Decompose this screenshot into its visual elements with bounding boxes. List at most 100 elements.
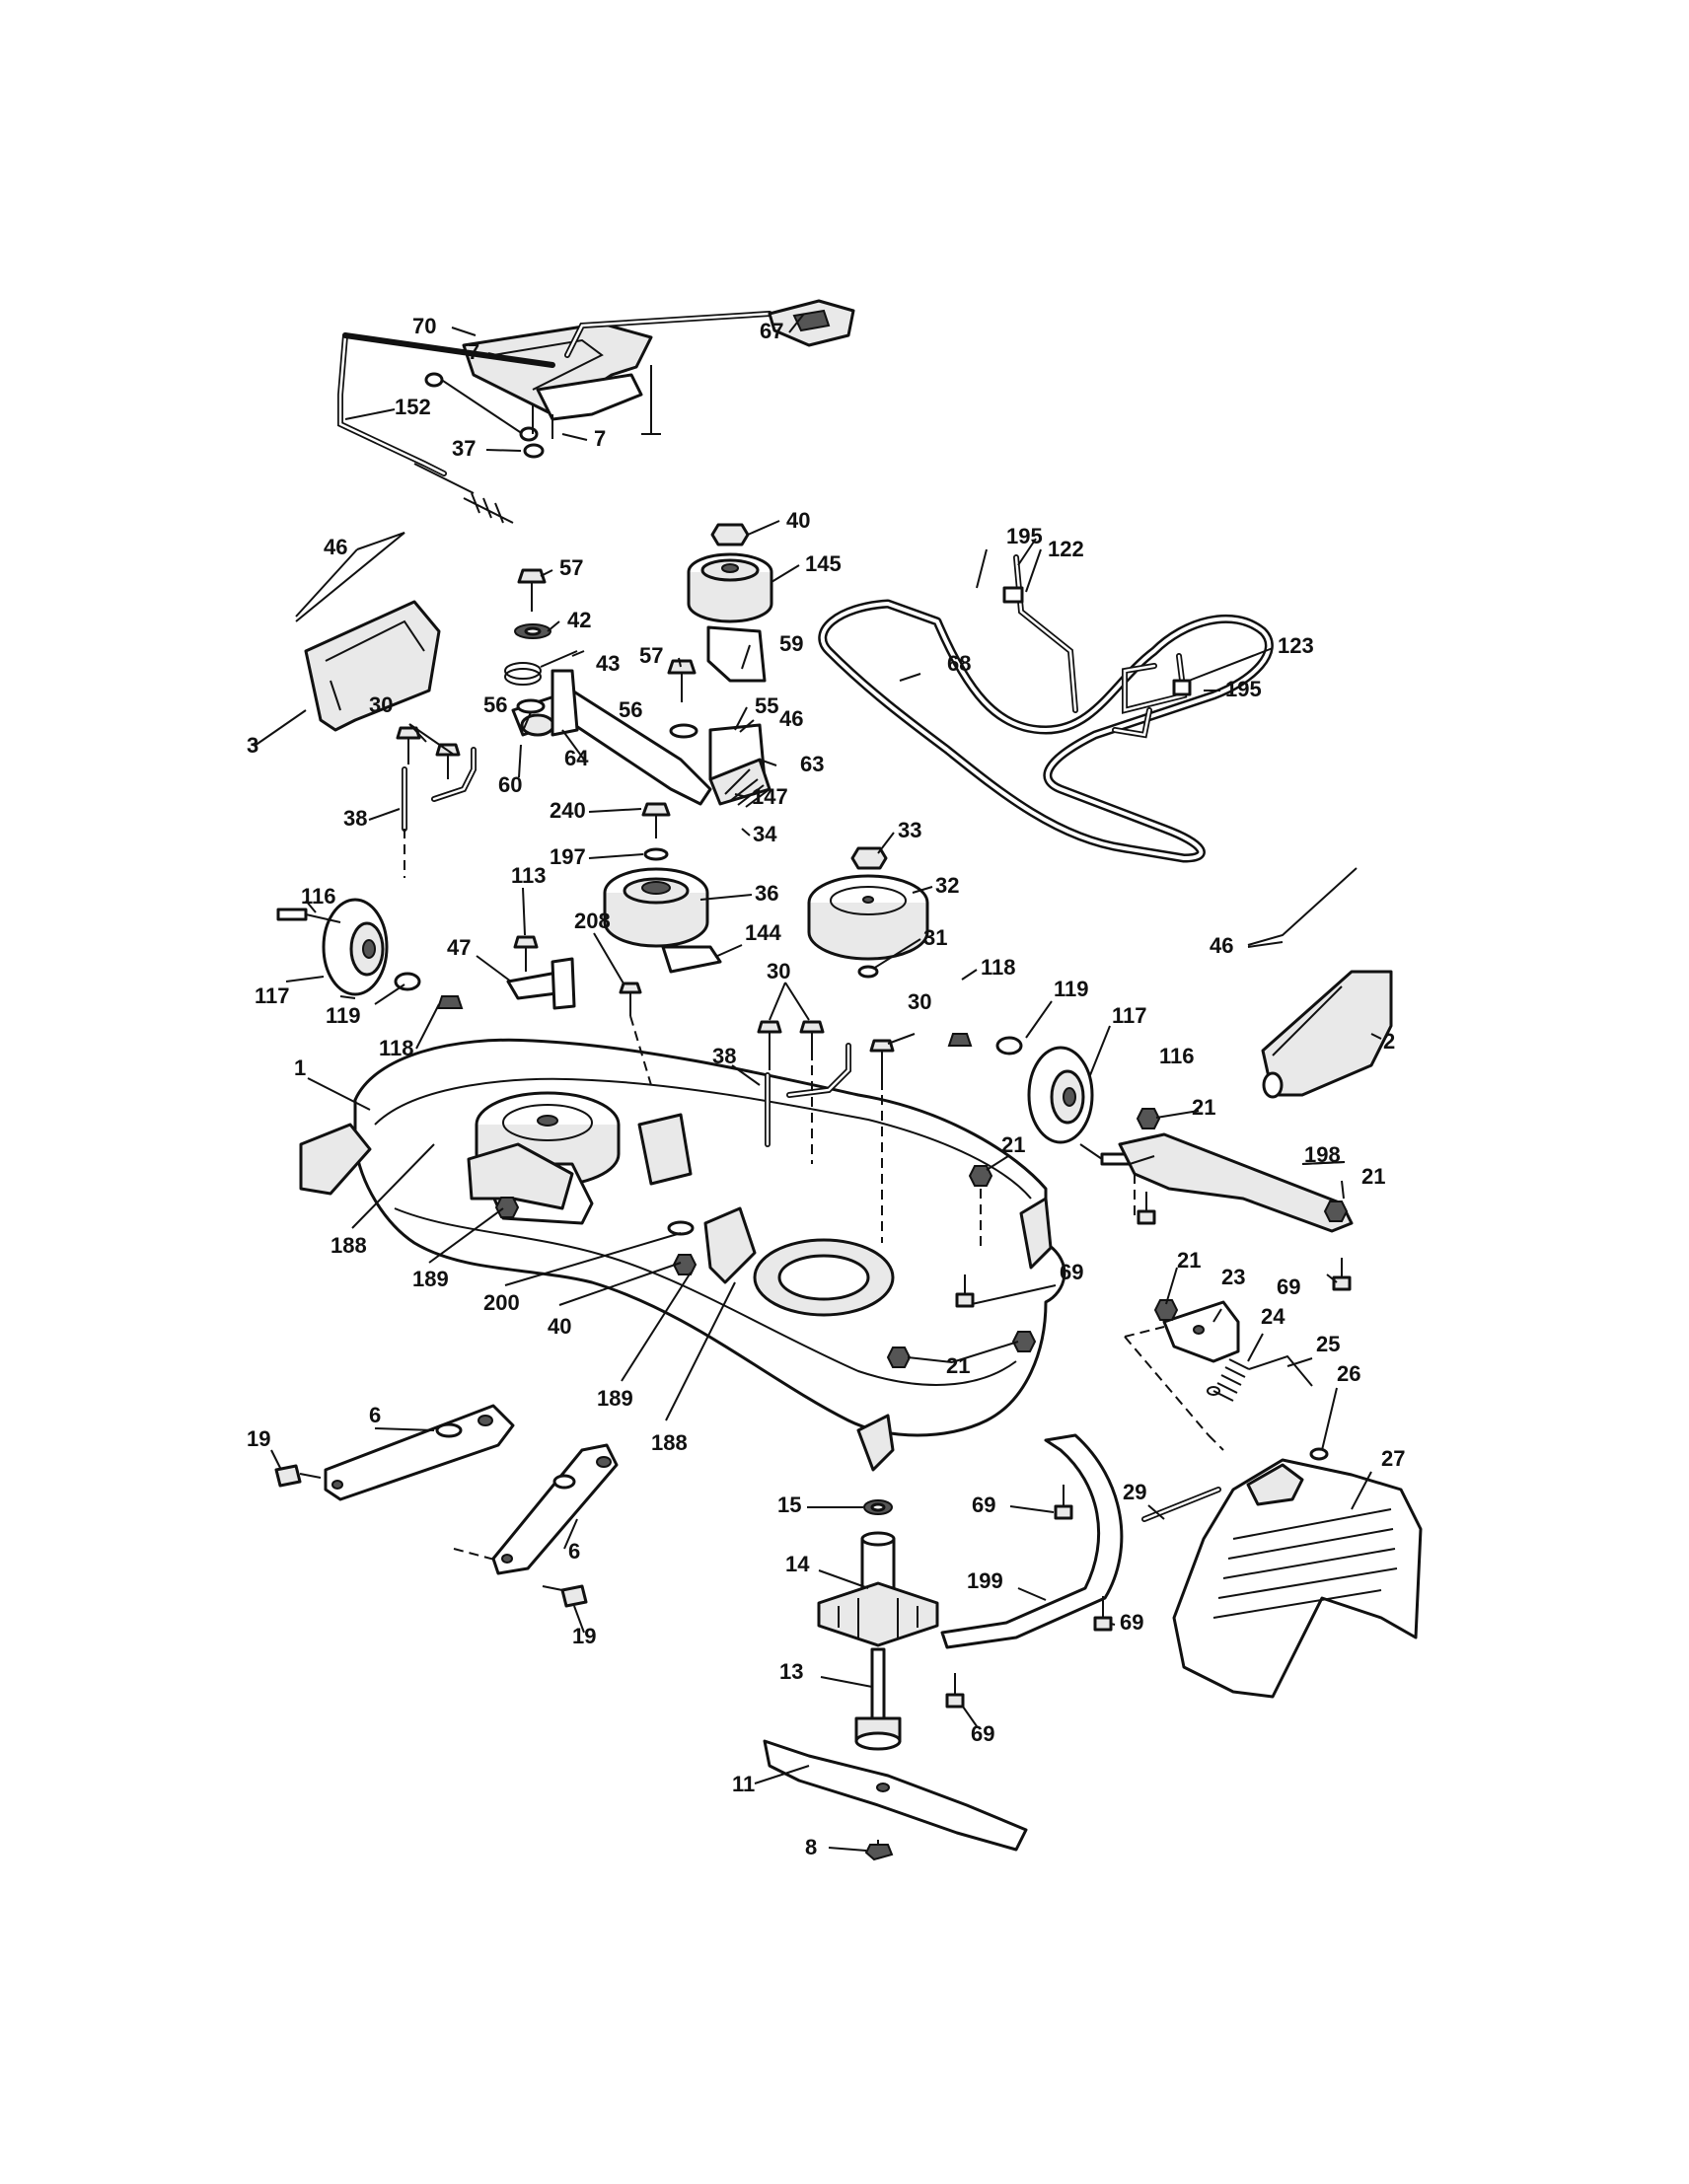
deck-nuts-21-40 bbox=[494, 1165, 1037, 1368]
callout-69: 69 bbox=[1060, 1260, 1083, 1284]
callout-37: 37 bbox=[452, 436, 476, 461]
callout-116: 116 bbox=[301, 884, 336, 909]
hex-nuts-21-right bbox=[1136, 1108, 1349, 1461]
callout-19: 19 bbox=[247, 1426, 270, 1451]
dashed-alignment-lines bbox=[980, 1174, 1224, 1451]
callout-55: 55 bbox=[755, 693, 778, 718]
callout-29: 29 bbox=[1123, 1480, 1146, 1504]
shoulder-bolts-19 bbox=[274, 1464, 588, 1608]
callout-21: 21 bbox=[1192, 1095, 1215, 1120]
callout-38: 38 bbox=[343, 806, 367, 831]
callout-57: 57 bbox=[639, 643, 663, 668]
callout-63: 63 bbox=[800, 752, 824, 776]
callout-60: 60 bbox=[498, 772, 522, 797]
callout-36: 36 bbox=[755, 881, 778, 906]
callout-198: 198 bbox=[1304, 1142, 1341, 1167]
callout-189: 189 bbox=[597, 1386, 633, 1411]
callout-6: 6 bbox=[568, 1539, 580, 1564]
callout-labels: 70 67 7 152 7 37 40 46 57 145 195 122 42… bbox=[247, 313, 1405, 1859]
drive-belt bbox=[818, 599, 1274, 863]
callout-118: 118 bbox=[379, 1036, 414, 1060]
callout-47: 47 bbox=[447, 935, 471, 960]
callout-25: 25 bbox=[1316, 1332, 1340, 1356]
callout-240: 240 bbox=[550, 798, 586, 823]
callout-69: 69 bbox=[972, 1492, 995, 1517]
adjuster-rod-38-left bbox=[402, 747, 477, 878]
callout-40: 40 bbox=[548, 1314, 571, 1339]
nut-40-top bbox=[710, 523, 750, 546]
callout-69: 69 bbox=[971, 1721, 994, 1746]
spindle-housing-14 bbox=[817, 1531, 939, 1647]
idler-arm-assembly bbox=[511, 669, 771, 808]
lift-lever-assembly bbox=[337, 311, 772, 524]
callout-188: 188 bbox=[330, 1233, 367, 1258]
callout-195: 195 bbox=[1006, 524, 1043, 548]
callout-123: 123 bbox=[1278, 633, 1314, 658]
callout-67: 67 bbox=[760, 319, 783, 343]
callout-3: 3 bbox=[247, 733, 258, 758]
deck-bracket-188-189 bbox=[467, 1113, 757, 1284]
callout-69: 69 bbox=[1120, 1610, 1143, 1635]
callout-30: 30 bbox=[369, 692, 393, 717]
callout-68: 68 bbox=[947, 651, 971, 676]
bolt-240-washer-197 bbox=[641, 802, 671, 861]
spring-25 bbox=[1207, 1354, 1313, 1402]
callout-19: 19 bbox=[572, 1624, 596, 1648]
callout-6: 6 bbox=[369, 1403, 381, 1427]
callout-195: 195 bbox=[1225, 677, 1262, 701]
callout-199: 199 bbox=[967, 1568, 1003, 1593]
washers-56 bbox=[516, 698, 698, 739]
deck-hanger-6-left bbox=[324, 1404, 515, 1501]
wheel-bolts-116 bbox=[276, 908, 1132, 1166]
hinge-pin-29 bbox=[1141, 1487, 1221, 1522]
spindle-shaft-13 bbox=[854, 1647, 902, 1751]
callout-21: 21 bbox=[946, 1353, 970, 1378]
callout-24: 24 bbox=[1261, 1304, 1285, 1329]
gauge-wheel-right bbox=[947, 1033, 1094, 1144]
bolt-113-bracket-47 bbox=[506, 935, 576, 1010]
callout-113: 113 bbox=[511, 863, 547, 888]
callout-46: 46 bbox=[324, 535, 347, 559]
pulley-36 bbox=[603, 867, 722, 974]
belt-shield-2 bbox=[1261, 970, 1393, 1099]
callout-197: 197 bbox=[550, 844, 586, 869]
bolts-30-right bbox=[757, 1020, 895, 1090]
callout-56: 56 bbox=[483, 692, 507, 717]
callout-144: 144 bbox=[745, 920, 781, 945]
callout-116: 116 bbox=[1159, 1044, 1195, 1068]
callout-200: 200 bbox=[483, 1290, 520, 1315]
callout-145: 145 bbox=[805, 551, 842, 576]
callout-189: 189 bbox=[412, 1267, 449, 1291]
callout-208: 208 bbox=[574, 909, 611, 933]
callout-13: 13 bbox=[779, 1659, 803, 1684]
mower-blade-11 bbox=[763, 1739, 1028, 1852]
callout-15: 15 bbox=[777, 1492, 801, 1517]
deflector-bracket-23 bbox=[1162, 1300, 1240, 1363]
callout-1: 1 bbox=[294, 1056, 306, 1080]
callout-21: 21 bbox=[1177, 1248, 1201, 1273]
adjuster-rod-38-right bbox=[765, 1043, 883, 1243]
bolts-57 bbox=[517, 568, 697, 702]
callout-34: 34 bbox=[753, 822, 777, 846]
belt-shield-3 bbox=[304, 600, 441, 732]
spindle-washer-15 bbox=[863, 1499, 893, 1515]
callout-118: 118 bbox=[981, 955, 1016, 980]
deflector-rod-198 bbox=[1118, 1132, 1354, 1233]
washer-42-spring-43 bbox=[504, 623, 578, 686]
callout-30: 30 bbox=[908, 989, 931, 1014]
deck-hanger-6-right bbox=[491, 1443, 619, 1575]
callout-7: 7 bbox=[468, 339, 479, 364]
callout-21: 21 bbox=[1001, 1132, 1025, 1157]
callout-117: 117 bbox=[1112, 1003, 1147, 1028]
belt-guide-rods bbox=[1002, 554, 1192, 739]
callout-117: 117 bbox=[255, 983, 290, 1008]
callout-40: 40 bbox=[786, 508, 810, 533]
callout-59: 59 bbox=[779, 631, 803, 656]
callout-33: 33 bbox=[898, 818, 921, 842]
callout-32: 32 bbox=[935, 873, 959, 898]
callout-38: 38 bbox=[712, 1044, 736, 1068]
idler-pulley-145 bbox=[687, 552, 773, 683]
washer-31 bbox=[857, 965, 879, 979]
callout-152: 152 bbox=[395, 395, 431, 419]
